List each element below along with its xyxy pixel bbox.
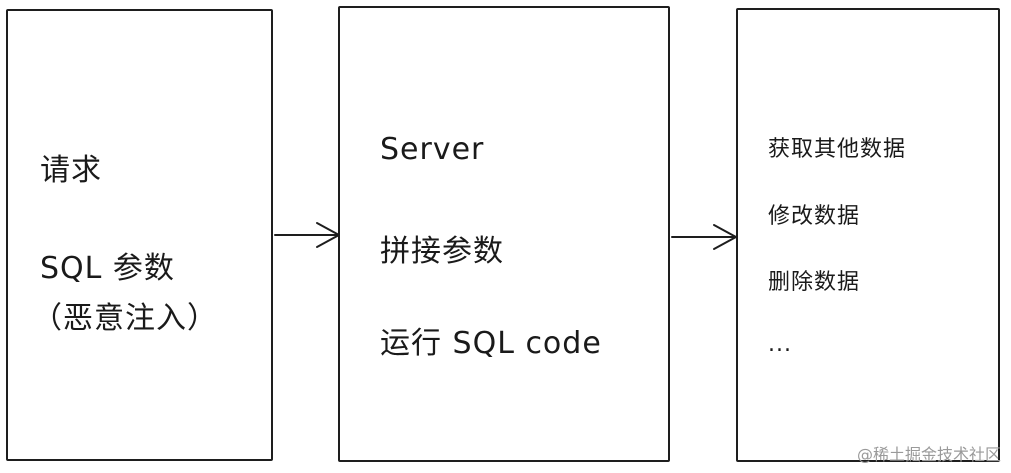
result-item-modify-data: 修改数据 [768, 204, 861, 229]
results-box: 获取其他数据 修改数据 删除数据 ... [736, 8, 1000, 462]
watermark: @稀土掘金技术社区 [856, 445, 1001, 464]
sql-params-label: SQL 参数 [40, 251, 175, 286]
server-label: Server [380, 132, 485, 167]
request-box: 请求 SQL 参数 （恶意注入） [6, 9, 273, 461]
arrow-request-to-server [274, 222, 340, 248]
malicious-injection-label: （恶意注入） [32, 301, 218, 336]
result-item-more: ... [768, 332, 792, 357]
request-label: 请求 [40, 153, 102, 188]
concat-params-label: 拼接参数 [380, 234, 504, 269]
result-item-fetch-other-data: 获取其他数据 [768, 137, 907, 162]
run-sql-label: 运行 SQL code [380, 326, 602, 361]
result-item-delete-data: 删除数据 [768, 270, 861, 295]
server-box: Server 拼接参数 运行 SQL code [338, 6, 670, 462]
arrow-server-to-results [671, 224, 737, 250]
